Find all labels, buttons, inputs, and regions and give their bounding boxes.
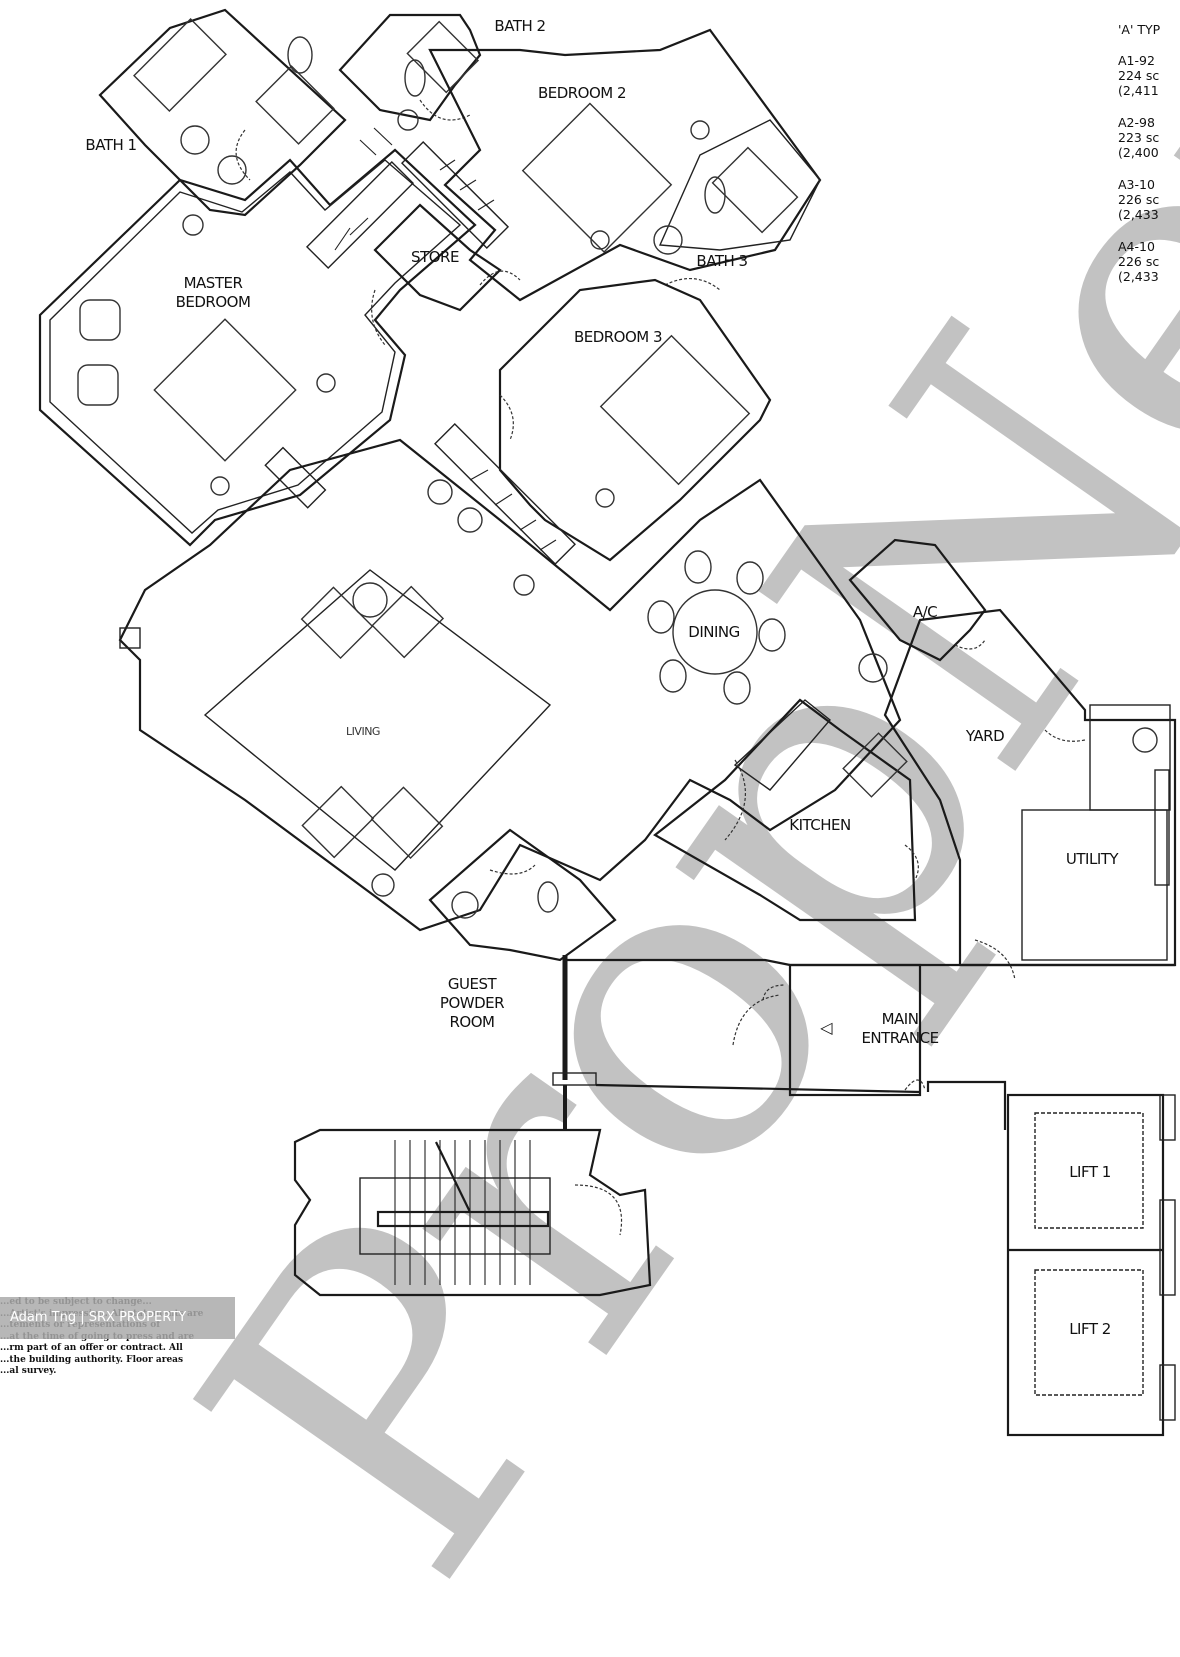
- legend-unit-area-sqm: 226 sc: [1118, 192, 1160, 207]
- disclaimer-line: ...the building authority. Floor areas: [0, 1354, 184, 1365]
- legend-unit-code: A1-92: [1118, 53, 1155, 68]
- disclaimer-line: ...al survey.: [0, 1366, 57, 1376]
- unit-type-legend: 'A' TYP A1-92 224 sc (2,411 A2-98 223 sc…: [1118, 22, 1160, 301]
- bath-2-store-block: [305, 13, 521, 346]
- bedroom-3-wing: [427, 278, 772, 596]
- legend-unit-code: A2-98: [1118, 115, 1155, 130]
- legend-type-heading: 'A' TYP: [1118, 22, 1161, 37]
- room-label-guest-powder-room: GUEST POWDER ROOM: [439, 975, 505, 1031]
- room-label-bath-2: BATH 2: [494, 17, 546, 35]
- room-label-living: LIVING: [346, 725, 380, 738]
- legend-entry: A3-10 226 sc (2,433: [1118, 177, 1160, 222]
- room-label-kitchen: KITCHEN: [789, 816, 851, 834]
- legend-unit-area-sqm: 224 sc: [1118, 68, 1160, 83]
- legend-entry: A2-98 223 sc (2,400: [1118, 115, 1160, 160]
- bedroom-2-wing: [428, 28, 822, 302]
- room-label-bath-1: BATH 1: [85, 136, 137, 154]
- legend-unit-area-sqft: (2,411: [1118, 83, 1159, 98]
- legend-unit-area-sqm: 223 sc: [1118, 130, 1160, 145]
- legend-unit-area-sqft: (2,400: [1118, 145, 1159, 160]
- legend-unit-area-sqm: 226 sc: [1118, 254, 1160, 269]
- room-label-lift-2: LIFT 2: [1069, 1320, 1111, 1338]
- floor-plan-drawing: [38, 8, 1177, 1437]
- room-label-lift-1: LIFT 1: [1069, 1163, 1111, 1181]
- legend-unit-code: A3-10: [1118, 177, 1155, 192]
- room-label-bedroom-2: BEDROOM 2: [537, 84, 627, 102]
- legend-unit-area-sqft: (2,433: [1118, 269, 1159, 284]
- room-label-master-bedroom: MASTER BEDROOM: [175, 274, 251, 311]
- disclaimer-line: ...rm part of an offer or contract. All: [0, 1343, 183, 1353]
- entrance-arrow-icon: ◁: [820, 1018, 832, 1037]
- legend-unit-area-sqft: (2,433: [1118, 207, 1159, 222]
- room-label-dining: DINING: [688, 623, 740, 641]
- legend-unit-code: A4-10: [1118, 239, 1155, 254]
- master-bedroom-wing: [38, 8, 477, 547]
- agent-credit-banner: Adam Tng | SRX PROPERTY: [0, 1297, 235, 1339]
- room-label-bedroom-3: BEDROOM 3: [573, 328, 663, 346]
- lift-core: [926, 1080, 1176, 1437]
- staircase: [293, 1085, 652, 1297]
- legend-entry: A1-92 224 sc (2,411: [1118, 53, 1160, 98]
- living-dining-area: [118, 438, 902, 932]
- legend-entry: A4-10 226 sc (2,433: [1118, 239, 1160, 284]
- guest-powder-room: [371, 828, 617, 1080]
- entrance-foyer: [552, 958, 1175, 1097]
- room-label-bath-3: BATH 3: [696, 252, 748, 270]
- room-label-ac: A/C: [912, 603, 938, 621]
- room-label-store: STORE: [411, 248, 459, 266]
- room-label-utility: UTILITY: [1065, 850, 1119, 868]
- room-label-main-entrance: MAIN ENTRANCE: [861, 1010, 939, 1047]
- room-label-yard: YARD: [965, 727, 1005, 745]
